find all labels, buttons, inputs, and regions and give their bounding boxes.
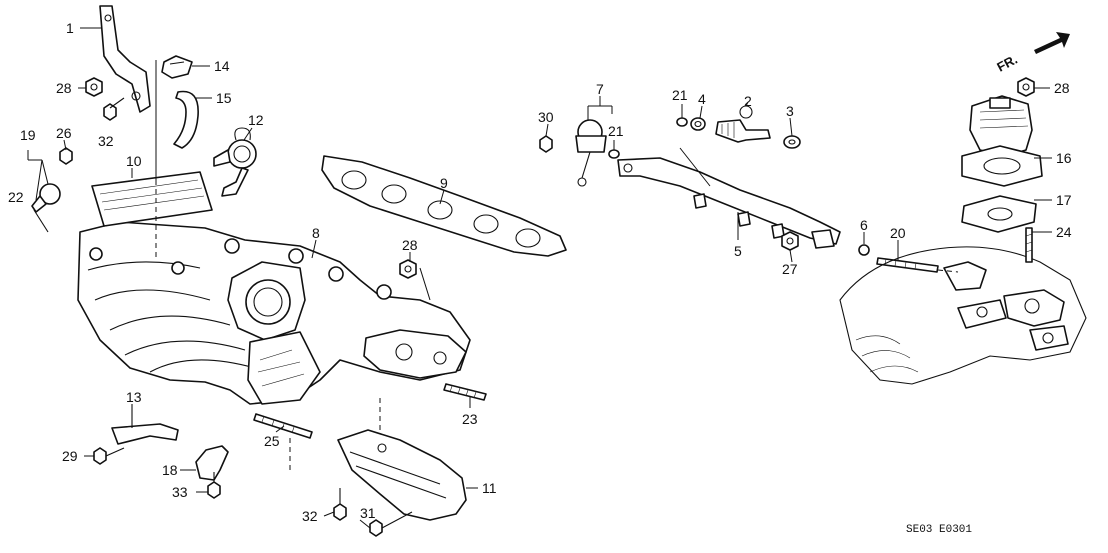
label-part-2: 2	[744, 93, 752, 109]
leader-lines	[27, 27, 1052, 529]
label-part-17: 17	[1056, 192, 1072, 208]
clip-14[interactable]	[161, 55, 193, 79]
label-part-3: 3	[786, 103, 794, 119]
label-part-7: 7	[596, 81, 604, 97]
label-part-30: 30	[538, 109, 554, 125]
label-part-12: 12	[248, 112, 264, 128]
label-part-14: 14	[214, 58, 230, 74]
label-part-28-right: 28	[1054, 80, 1070, 96]
fuel-injector-2[interactable]	[715, 105, 771, 143]
label-part-5: 5	[734, 243, 742, 259]
label-part-13: 13	[126, 389, 142, 405]
bolt-26[interactable]	[59, 147, 73, 165]
nut-27[interactable]	[781, 231, 799, 251]
label-part-1: 1	[66, 20, 74, 36]
stud-23[interactable]	[443, 383, 487, 401]
bolt-33[interactable]	[207, 472, 221, 499]
washer-6[interactable]	[858, 244, 870, 256]
label-part-8: 8	[312, 225, 320, 241]
label-part-29: 29	[62, 448, 78, 464]
pressure-regulator-7[interactable]	[575, 119, 607, 187]
label-part-15: 15	[216, 90, 232, 106]
sensor-19[interactable]	[31, 183, 61, 233]
label-part-16: 16	[1056, 150, 1072, 166]
cushion-ring-3[interactable]	[783, 135, 801, 149]
front-indicator: FR.	[994, 52, 1020, 75]
bracket-18[interactable]	[195, 445, 229, 481]
label-part-26: 26	[56, 125, 72, 141]
label-part-32-top: 32	[98, 133, 114, 149]
fuel-rail-5[interactable]	[617, 157, 841, 249]
label-part-10: 10	[126, 153, 142, 169]
label-part-11: 11	[482, 480, 497, 496]
label-part-19: 19	[20, 127, 36, 143]
label-part-25: 25	[264, 433, 280, 449]
label-part-28-left: 28	[56, 80, 72, 96]
label-part-23: 23	[462, 411, 478, 427]
bolt-29[interactable]	[93, 447, 125, 465]
bolt-32-top[interactable]	[103, 97, 125, 121]
nut-28-right[interactable]	[1017, 77, 1035, 97]
intake-manifold[interactable]	[77, 221, 471, 405]
label-part-18: 18	[162, 462, 178, 478]
stud-24[interactable]	[1025, 227, 1033, 263]
bolt-32-bottom[interactable]	[333, 488, 347, 521]
nut-28-center[interactable]	[399, 259, 417, 279]
manifold-gasket-9[interactable]	[321, 155, 567, 257]
bolt-30[interactable]	[539, 135, 553, 153]
air-valve-12[interactable]	[213, 127, 257, 197]
seal-ring-4[interactable]	[690, 117, 706, 131]
front-arrow-icon	[1034, 32, 1070, 54]
stud-25[interactable]	[253, 413, 313, 439]
label-part-21-top: 21	[672, 87, 688, 103]
label-part-32-bottom: 32	[302, 508, 318, 524]
label-part-22: 22	[8, 189, 24, 205]
label-part-21-left: 21	[608, 123, 624, 139]
egr-gasket-17[interactable]	[961, 195, 1037, 233]
label-part-24: 24	[1056, 224, 1072, 240]
diagram-code: SE03 E0301	[906, 524, 972, 536]
o-ring-21-top[interactable]	[676, 117, 688, 127]
label-part-6: 6	[860, 217, 868, 233]
clamp-15[interactable]	[173, 90, 199, 149]
label-part-4: 4	[698, 91, 706, 107]
label-part-31: 31	[360, 505, 376, 521]
stud-20[interactable]	[876, 257, 939, 273]
label-part-33: 33	[172, 484, 188, 500]
label-part-9: 9	[440, 175, 448, 191]
label-plate-10[interactable]	[91, 171, 213, 227]
label-part-20: 20	[890, 225, 906, 241]
part-labels: 1 2 3 4 5 6 7 8 9 10 11 12 13 14 15 16 1…	[8, 20, 1072, 524]
manifold-cover-11[interactable]	[337, 429, 467, 521]
o-ring-21-left[interactable]	[608, 149, 620, 159]
cylinder-head-outline	[839, 246, 1087, 385]
bracket-13[interactable]	[111, 404, 179, 445]
bolt-31[interactable]	[369, 511, 413, 537]
label-part-28-center: 28	[402, 237, 418, 253]
egr-valve-16[interactable]	[961, 95, 1043, 187]
nut-28-left[interactable]	[85, 77, 103, 97]
manifold-bracket[interactable]	[99, 5, 151, 113]
label-part-27: 27	[782, 261, 798, 277]
